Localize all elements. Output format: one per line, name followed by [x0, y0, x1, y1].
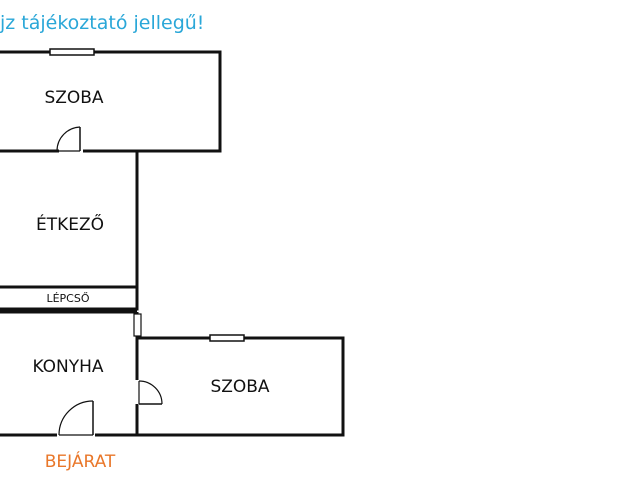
label-lepcso: LÉPCSŐ: [46, 291, 89, 305]
wall-lepcso: [0, 285, 139, 311]
label-szoba-top: SZOBA: [44, 88, 103, 108]
disclaimer-text: jz tájékoztató jellegű!: [0, 12, 205, 34]
window-szoba-top: [49, 48, 95, 56]
wall-szoba-top: [0, 50, 222, 153]
label-entrance: BEJÁRAT: [45, 450, 116, 472]
window-szoba-bottom: [209, 334, 245, 342]
room-etkezo: ÉTKEZŐ: [36, 151, 139, 287]
room-lepcso: LÉPCSŐ: [0, 285, 139, 311]
door-entrance: [57, 400, 95, 439]
room-szoba-bottom: SZOBA: [134, 334, 345, 437]
room-szoba-top: SZOBA: [0, 48, 222, 154]
door-szoba-top: [56, 126, 83, 154]
label-etkezo: ÉTKEZŐ: [36, 213, 104, 235]
room-konyha: KONYHA: [0, 310, 142, 439]
opening-konyha: [133, 313, 142, 337]
label-szoba-bottom: SZOBA: [210, 377, 269, 397]
label-konyha: KONYHA: [32, 357, 103, 377]
door-szoba-bottom: [134, 380, 163, 405]
